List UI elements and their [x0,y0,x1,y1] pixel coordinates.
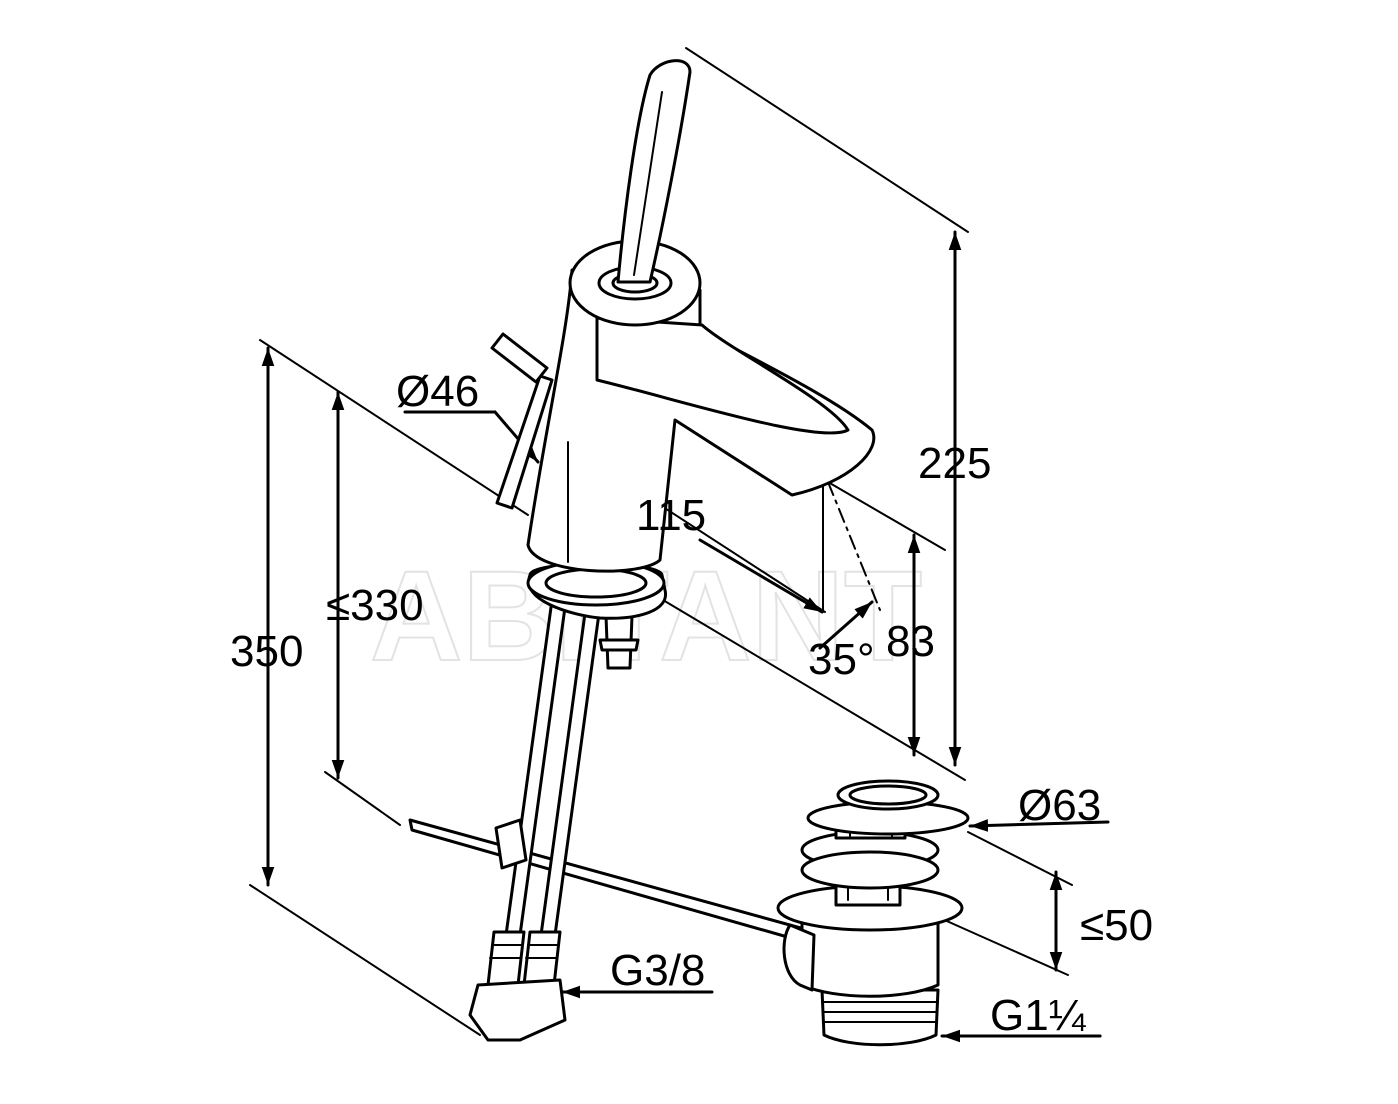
label-height-83: 83 [886,617,935,666]
label-dia-46: Ø46 [396,367,479,416]
label-g38: G3/8 [610,946,705,995]
dim-63-arrow [968,819,1110,832]
dim-46-arrow [493,410,540,464]
angle-arrow [818,600,874,650]
label-waste-50: ≤50 [1080,901,1153,950]
label-g114: G1¼ [990,991,1087,1040]
label-reach-115: 115 [636,491,706,540]
label-height-225: 225 [918,439,991,488]
label-height-330: ≤330 [326,581,424,630]
label-dia-63: Ø63 [1018,781,1101,830]
faucet-body [526,59,876,573]
dimension-labels: Ø46 115 225 83 35° 350 ≤330 Ø63 ≤50 G3/8… [230,367,1153,1040]
label-angle-35: 35° [808,635,875,684]
label-height-350: 350 [230,627,303,676]
dim-115-arrow-right [698,538,824,614]
supply-hoses [468,598,640,1042]
base-ring [526,559,667,620]
popup-waste [776,779,970,1047]
dimension-lines [261,230,1110,1043]
